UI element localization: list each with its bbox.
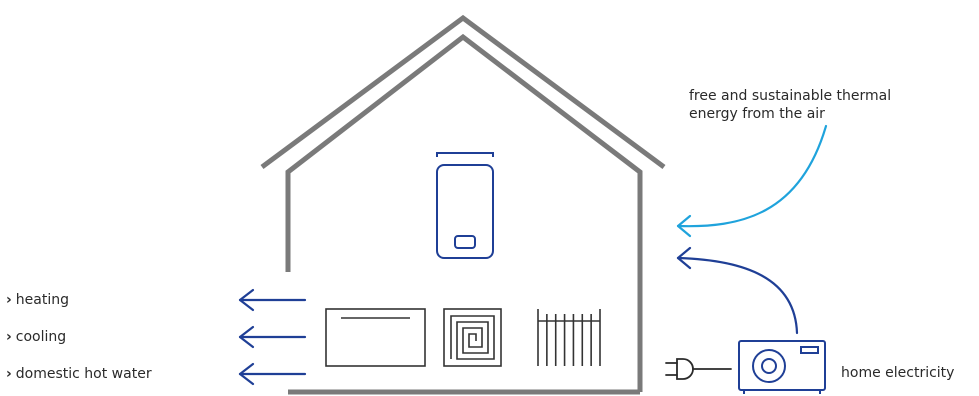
plug-icon bbox=[666, 359, 731, 379]
hot-water-label: domestic hot water bbox=[16, 366, 152, 382]
chevron-right-icon: › bbox=[6, 292, 12, 308]
air-energy-line-2: energy from the air bbox=[689, 105, 891, 123]
cooling-label: cooling bbox=[16, 329, 66, 345]
cooling-arrow-icon bbox=[240, 327, 305, 347]
output-arrows bbox=[240, 290, 305, 384]
output-cooling: ›cooling bbox=[6, 329, 66, 345]
heating-arrow-icon bbox=[240, 290, 305, 310]
air-energy-label: free and sustainable thermal energy from… bbox=[689, 87, 891, 123]
roof-inner-and-walls bbox=[288, 37, 640, 392]
fan-coil-icon bbox=[326, 309, 425, 366]
outdoor-unit-arrow-icon bbox=[678, 248, 797, 333]
indoor-unit-icon bbox=[437, 153, 493, 258]
underfloor-heating-icon bbox=[444, 309, 501, 366]
output-heating: ›heating bbox=[6, 292, 69, 308]
air-energy-arrow-icon bbox=[678, 126, 826, 236]
home-electricity-label: home electricity bbox=[841, 364, 954, 382]
outdoor-heat-pump-icon bbox=[739, 341, 825, 394]
heating-label: heating bbox=[16, 292, 69, 308]
air-energy-line-1: free and sustainable thermal bbox=[689, 87, 891, 105]
chevron-right-icon: › bbox=[6, 329, 12, 345]
chevron-right-icon: › bbox=[6, 366, 12, 382]
radiator-icon bbox=[538, 309, 600, 366]
hot-water-arrow-icon bbox=[240, 364, 305, 384]
output-hot-water: ›domestic hot water bbox=[6, 366, 152, 382]
